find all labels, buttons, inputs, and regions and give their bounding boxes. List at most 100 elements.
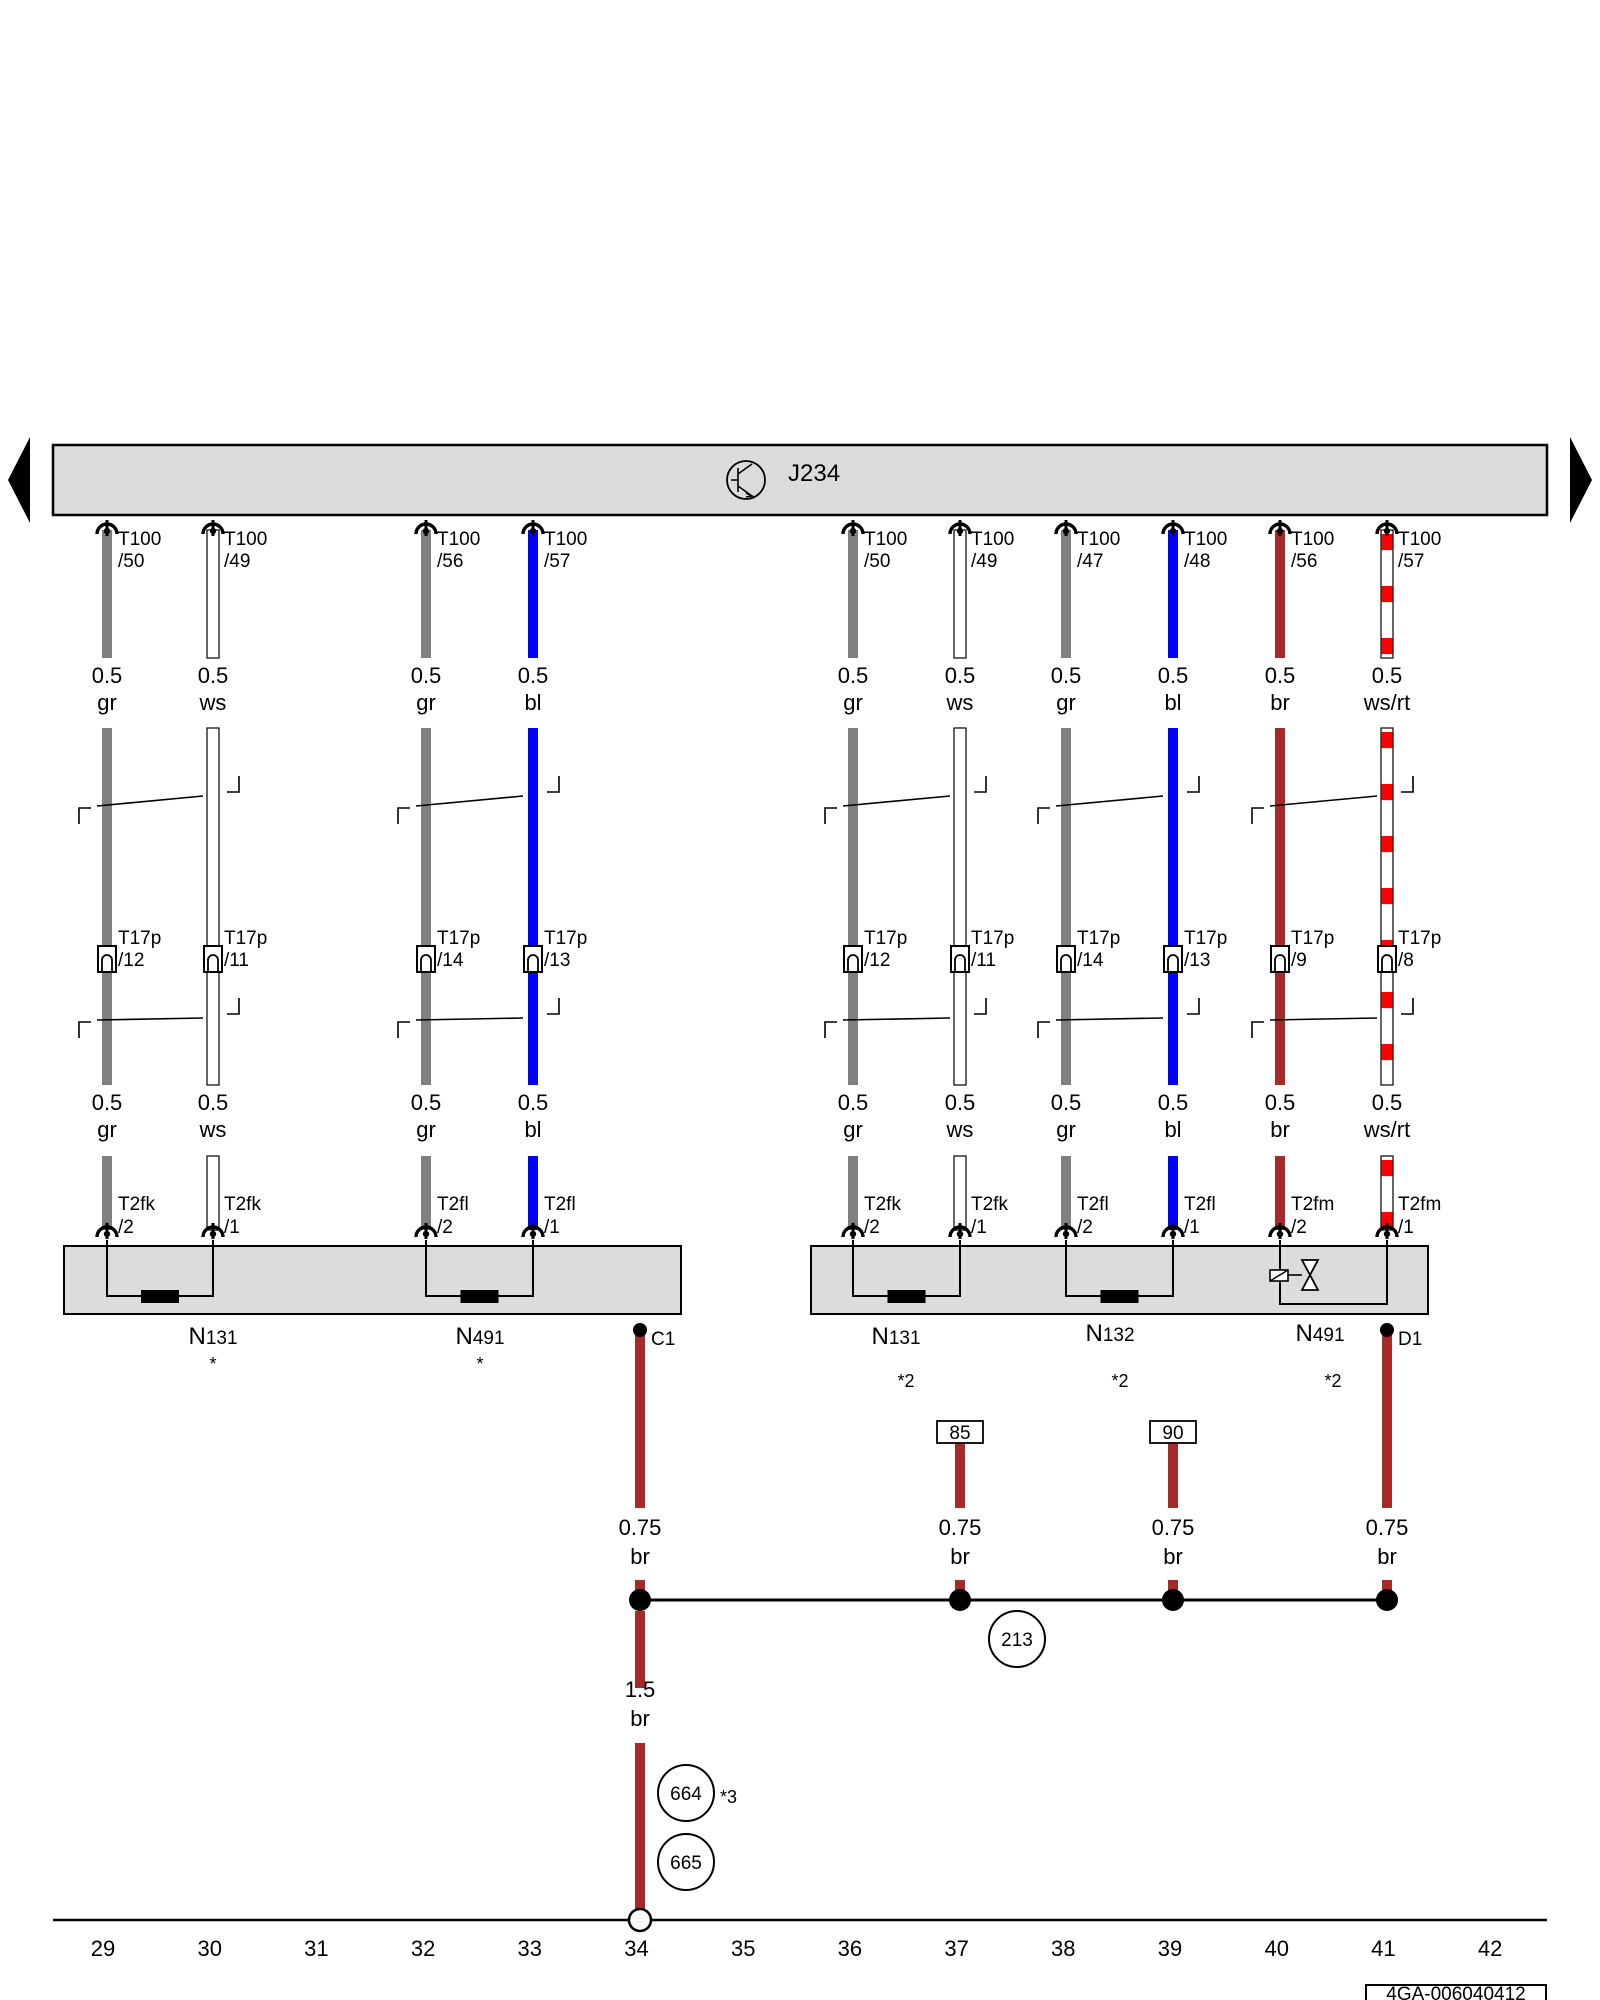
mid-connector-label: T17p — [1291, 928, 1334, 949]
column-number: 38 — [1051, 1936, 1075, 1961]
column-number: 34 — [624, 1936, 648, 1961]
column-number: 37 — [944, 1936, 968, 1961]
mid-connector-label: T17p — [118, 928, 161, 949]
pin-dot — [1276, 1230, 1284, 1238]
pin-dot — [422, 527, 430, 535]
mid-pin-label: /11 — [224, 950, 249, 971]
bottom-pin-label: /1 — [971, 1217, 987, 1238]
column-number: 35 — [731, 1936, 755, 1961]
component-note: *2 — [897, 1371, 914, 1391]
bottom-pin-label: /1 — [224, 1217, 240, 1238]
component-label: N491 — [1295, 1320, 1344, 1347]
wire-color-label: ws — [199, 1117, 227, 1142]
pin-dot — [956, 527, 964, 535]
bottom-pin-label: /2 — [118, 1217, 134, 1238]
wire-size-label: 0.5 — [1372, 663, 1403, 688]
mid-connector-pin — [1060, 954, 1072, 972]
component-label: N132 — [1085, 1320, 1134, 1347]
ground-wire-color: br — [950, 1544, 970, 1569]
n132-right-coil-icon — [1100, 1290, 1139, 1303]
mid-connector-box — [843, 945, 863, 973]
mid-pin-label: /12 — [864, 950, 890, 971]
pin-dot — [529, 527, 537, 535]
harness-bracket — [78, 776, 240, 824]
pin-label: /56 — [1291, 551, 1317, 572]
wire-color-label: ws — [199, 690, 227, 715]
wire-size-label: 0.5 — [1158, 1090, 1189, 1115]
wire-size-label: 0.5 — [1265, 1090, 1296, 1115]
pin-bottom-6 — [948, 1223, 972, 1239]
pin-top-6 — [948, 520, 972, 536]
pin-label: /47 — [1077, 551, 1103, 572]
column-number: 42 — [1478, 1936, 1502, 1961]
wire-stripe — [1381, 586, 1393, 603]
wire-color-label: ws — [946, 690, 974, 715]
column-number: 31 — [304, 1936, 328, 1961]
wire-size-label: 0.5 — [518, 1090, 549, 1115]
doc-id-box — [1365, 1984, 1547, 2000]
mid-pin-label: /13 — [544, 950, 570, 971]
mid-connector-pin — [207, 954, 219, 972]
mid-pin-label: /14 — [437, 950, 464, 971]
mid-connector-label: T17p — [224, 928, 267, 949]
ground-wire-color: br — [630, 1544, 650, 1569]
wire-color-label: gr — [1056, 1117, 1076, 1142]
connector-label: T100 — [224, 529, 267, 550]
pin-dot — [209, 527, 217, 535]
wire-size-label: 0.5 — [838, 663, 869, 688]
ground-wire-size: 0.75 — [619, 1515, 662, 1540]
harness-bracket — [1037, 998, 1200, 1038]
ground-wire-size: 0.75 — [1366, 1515, 1409, 1540]
n131-right-coil-icon — [887, 1290, 926, 1303]
bottom-connector-label: T2fl — [1184, 1194, 1216, 1215]
pin-bottom-5 — [841, 1223, 865, 1239]
pin-label: /49 — [224, 551, 250, 572]
wire-color-label: gr — [97, 690, 117, 715]
wire-size-label: 0.5 — [838, 1090, 869, 1115]
ground-wire-color: br — [1377, 1544, 1397, 1569]
bottom-connector-label: T2fl — [437, 1194, 469, 1215]
harness-bracket — [1037, 776, 1200, 824]
pin-label: /48 — [1184, 551, 1210, 572]
bottom-connector-label: T2fk — [971, 1194, 1008, 1215]
component-note: *2 — [1324, 1371, 1341, 1391]
ground-bus-ref-circle — [988, 1610, 1046, 1668]
harness-bracket — [397, 776, 560, 824]
wire-size-label: 0.5 — [1158, 663, 1189, 688]
wire-stripe — [1381, 1160, 1393, 1177]
mid-connector-pin — [527, 954, 539, 972]
pin-dot — [1169, 527, 1177, 535]
pin-label: /57 — [1398, 551, 1424, 572]
pin-bottom-10 — [1375, 1223, 1399, 1239]
bottom-connector-label: T2fk — [118, 1194, 155, 1215]
harness-bracket — [397, 998, 560, 1038]
component-number: 132 — [1103, 1325, 1135, 1346]
wire-color-label: br — [1270, 690, 1290, 715]
mid-connector-pin — [1381, 954, 1393, 972]
mid-connector-label: T17p — [1077, 928, 1120, 949]
ground-label-c1: C1 — [651, 1329, 675, 1350]
pin-dot — [529, 1230, 537, 1238]
wire-size-label: 0.5 — [198, 1090, 229, 1115]
component-note: *2 — [1111, 1371, 1128, 1391]
pin-top-1 — [95, 520, 119, 536]
control-unit-label: J234 — [788, 460, 840, 487]
column-number: 41 — [1371, 1936, 1395, 1961]
column-number: 30 — [197, 1936, 221, 1961]
wire-stripe — [1381, 1044, 1393, 1061]
wire-size-label: 0.5 — [1372, 1090, 1403, 1115]
wire-size-label: 0.5 — [945, 1090, 976, 1115]
pin-dot — [103, 527, 111, 535]
wire-6-middle — [953, 727, 967, 1086]
trunk-ref-circle — [657, 1833, 715, 1891]
wire-stripe — [1381, 836, 1393, 853]
wire-color-label: bl — [524, 690, 541, 715]
connector-label: T100 — [1398, 529, 1441, 550]
wire-size-label: 0.5 — [1051, 1090, 1082, 1115]
bottom-connector-label: T2fk — [224, 1194, 261, 1215]
connector-label: T100 — [1291, 529, 1334, 550]
mid-pin-label: /13 — [1184, 950, 1210, 971]
ground-bus-node — [1162, 1589, 1184, 1611]
pin-top-8 — [1161, 520, 1185, 536]
connector-label: T100 — [544, 529, 587, 550]
